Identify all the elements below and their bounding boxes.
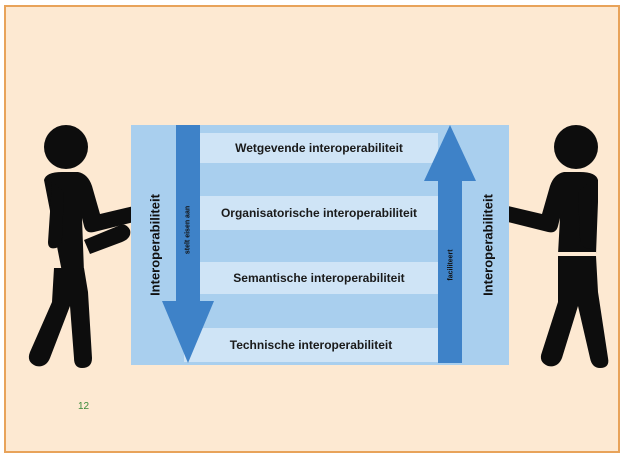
person-left-icon [22, 122, 142, 372]
page-number: 12 [78, 401, 90, 412]
layer-legislative: Wetgevende interoperabiliteit [200, 133, 438, 163]
down-arrow-label: stelt eisen aan [184, 205, 192, 255]
layer-semantic: Semantische interoperabiliteit [200, 262, 438, 294]
up-arrow-icon [424, 125, 476, 363]
layer-organisational: Organisatorische interoperabiliteit [200, 196, 438, 230]
down-arrow-icon [162, 125, 214, 363]
person-right-icon [500, 122, 620, 372]
left-interoperability-label: Interoperabiliteit [147, 194, 163, 296]
right-interoperability-label: Interoperabiliteit [480, 194, 496, 296]
layer-technical: Technische interoperabiliteit [184, 328, 438, 362]
up-arrow-label: faciliteert [447, 249, 455, 281]
